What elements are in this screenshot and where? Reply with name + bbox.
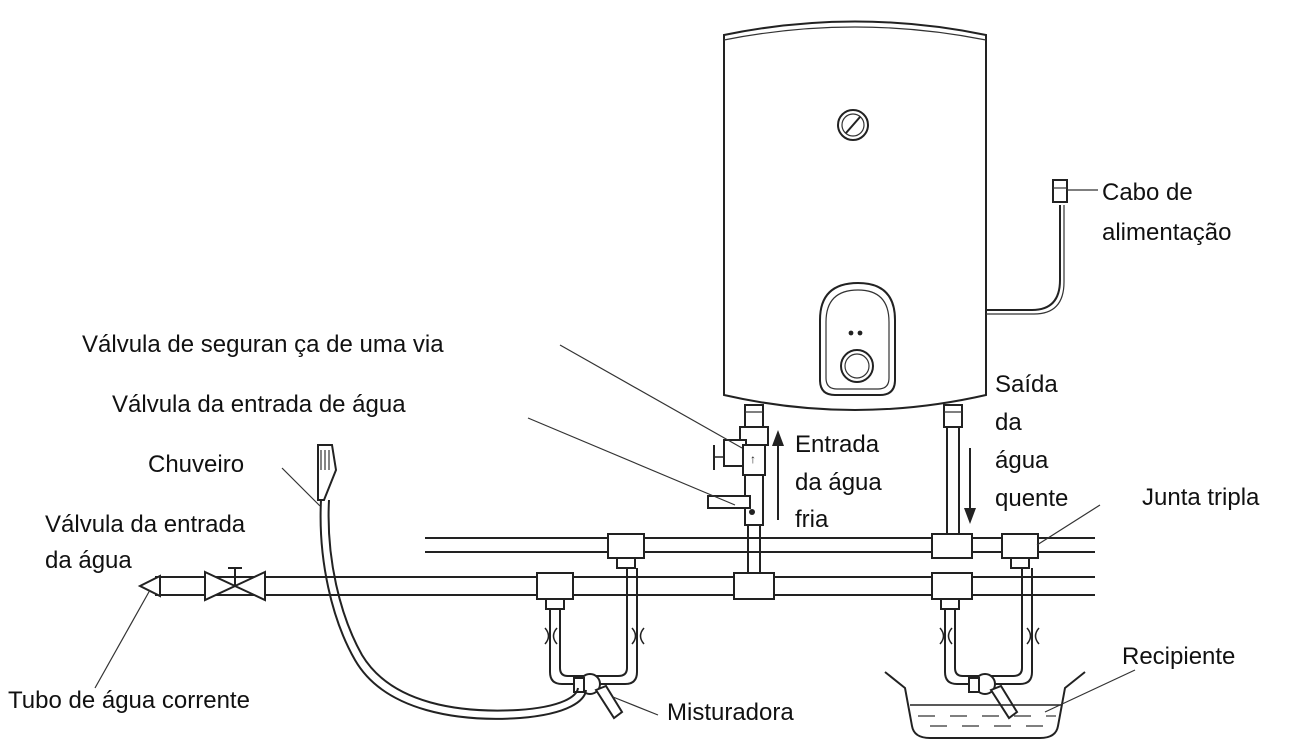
label-hot-outlet: Saída	[995, 371, 1058, 398]
control-panel	[819, 281, 896, 396]
label-power-cable: alimentação	[1102, 219, 1231, 246]
label-power-cable: Cabo de	[1102, 179, 1193, 206]
water-heater	[723, 20, 987, 428]
svg-text:↑: ↑	[750, 452, 756, 466]
cold-flow-arrow-icon	[772, 430, 784, 520]
tee-joint-icon	[607, 533, 645, 559]
control-knob-icon	[840, 349, 874, 383]
label-cold-inlet: da água	[795, 469, 882, 496]
tee-joint-icon	[536, 572, 574, 600]
label-inlet-valve-top: Válvula da entrada de água	[112, 391, 406, 418]
cold-water-line	[155, 572, 1095, 610]
right-mixer	[939, 568, 1040, 720]
main-inlet-valve-icon	[204, 567, 266, 602]
cold-inlet-assembly: ↑	[707, 426, 769, 578]
tee-joint-icon	[931, 572, 973, 600]
label-safety-valve: Válvula de seguran ça de uma via	[82, 331, 444, 358]
power-cable	[986, 179, 1098, 315]
hot-flow-arrow-icon	[964, 448, 976, 524]
container	[884, 671, 1086, 739]
label-tap-pipe: Tubo de água corrente	[8, 687, 250, 714]
left-mixer	[544, 568, 645, 720]
label-mixer: Misturadora	[667, 699, 794, 726]
pressure-gauge-icon	[837, 109, 869, 141]
cold-inlet-fitting	[744, 404, 764, 428]
label-shower: Chuveiro	[148, 451, 244, 478]
shower-assembly	[317, 444, 587, 720]
label-inlet-valve-left: da água	[45, 547, 132, 574]
label-container: Recipiente	[1122, 643, 1235, 670]
hot-water-line	[425, 533, 1095, 569]
label-hot-outlet: da	[995, 409, 1022, 436]
mixer-handle-icon	[989, 684, 1019, 720]
hot-outlet-fitting	[943, 404, 963, 428]
label-tee-joint: Junta tripla	[1142, 484, 1260, 511]
pipe-end-icon	[137, 574, 161, 598]
leader-lines	[94, 344, 1136, 716]
mixer-handle-icon	[594, 684, 624, 720]
hot-outlet-pipe	[946, 427, 960, 538]
label-inlet-valve-left: Válvula da entrada	[45, 511, 246, 538]
shower-head-icon	[317, 444, 338, 501]
label-cold-inlet: fria	[795, 506, 829, 533]
tee-joint-icon	[931, 533, 973, 559]
plug-icon	[1052, 179, 1068, 203]
tee-joint-icon	[1001, 533, 1039, 559]
label-hot-outlet: água	[995, 447, 1049, 474]
indicator-light-icon	[848, 330, 854, 336]
tee-joint-icon	[733, 572, 775, 600]
label-hot-outlet: quente	[995, 485, 1068, 512]
indicator-light-icon	[857, 330, 863, 336]
label-cold-inlet: Entrada	[795, 431, 880, 458]
